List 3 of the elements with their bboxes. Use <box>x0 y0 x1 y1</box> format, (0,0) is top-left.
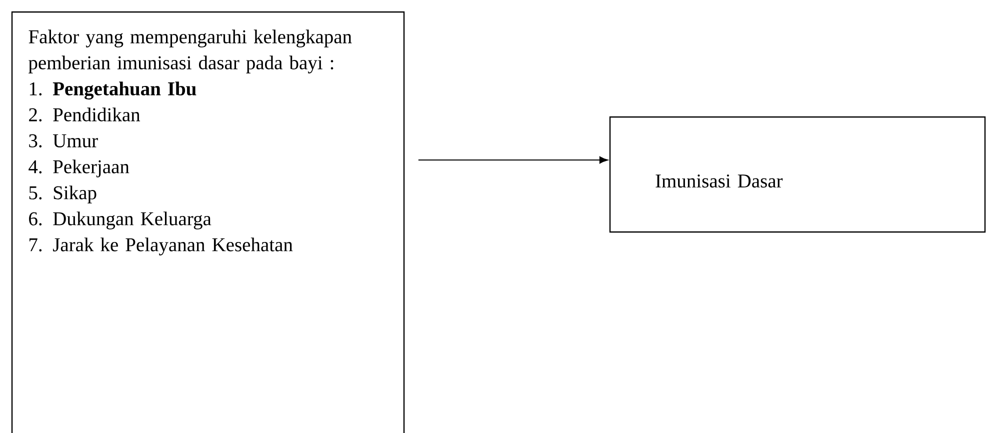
factor-box: Faktor yang mempengaruhi kelengkapan pemberian imunisasi dasar pada bayi : 1. Pengetahuan Ibu 2. Pendidikan 3. Umur 4. Pekerjaan 5. Sikap 6. Dukungan Keluarga 7. Jarak ke Pelayanan Kesehatan <box>11 11 405 433</box>
arrow <box>418 156 608 164</box>
outcome-box: Imunisasi Dasar <box>609 116 986 233</box>
